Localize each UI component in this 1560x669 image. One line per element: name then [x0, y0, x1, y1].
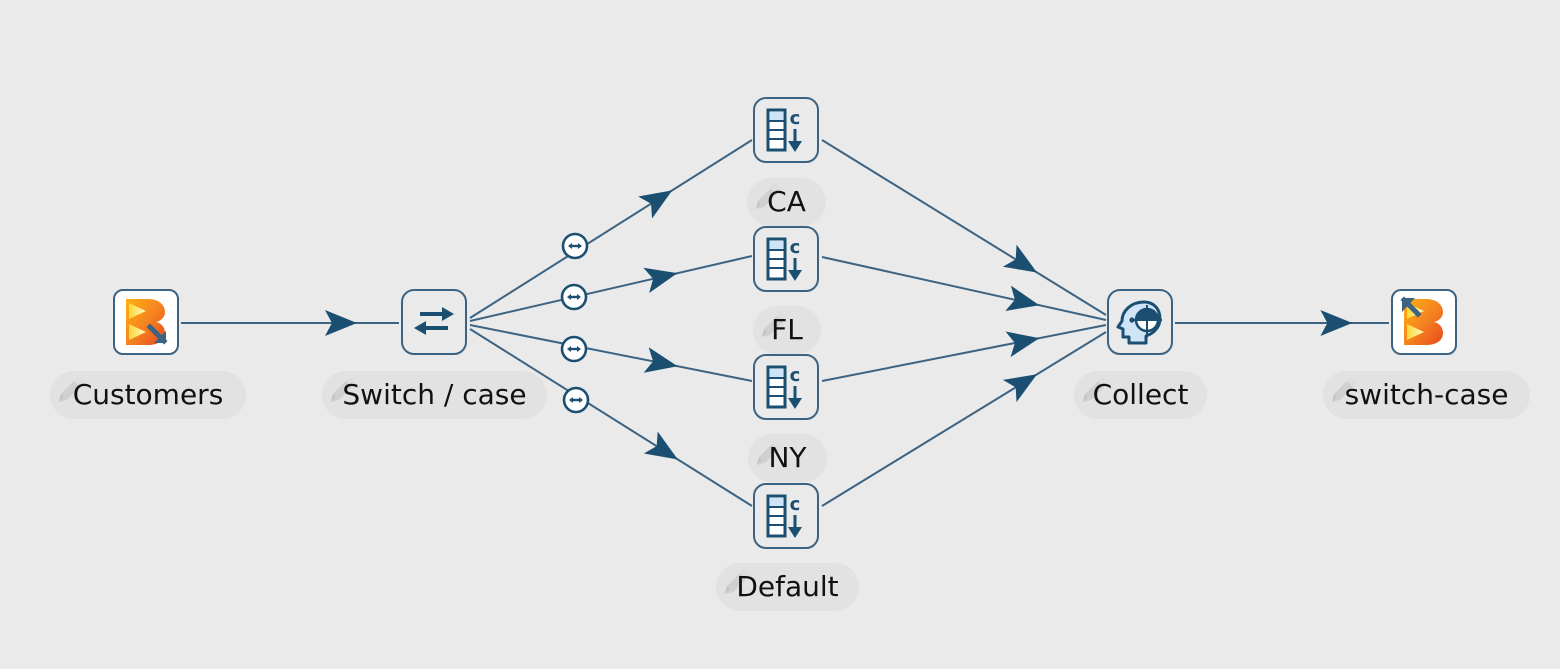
edge-line[interactable]: [469, 139, 753, 319]
column-sort-icon: c: [766, 494, 802, 538]
node-label-text: NY: [768, 441, 807, 474]
pencil-edit-icon[interactable]: [751, 180, 785, 214]
bidirectional-arrow-icon: [560, 335, 588, 363]
edge-arrowhead: [1005, 331, 1040, 358]
badge-case-1[interactable]: [561, 232, 589, 260]
node-label-text: CA: [767, 185, 806, 218]
pencil-edit-icon[interactable]: [757, 308, 791, 342]
switch-arrows-icon: [414, 307, 454, 335]
pencil-edit-icon[interactable]: [1327, 373, 1361, 407]
bidirectional-arrow-icon: [562, 386, 590, 414]
node-label-switch-case-node[interactable]: Switch / case: [322, 371, 547, 419]
edge-line[interactable]: [469, 255, 753, 322]
node-label-text: FL: [771, 313, 803, 346]
bidirectional-arrow-icon: [560, 283, 588, 311]
badge-case-4[interactable]: [562, 386, 590, 414]
column-sort-icon: c: [766, 365, 802, 409]
brand-b-read-icon: [126, 299, 168, 345]
node-label-case-default[interactable]: Default: [716, 563, 859, 611]
node-case-ca[interactable]: c: [753, 97, 819, 163]
edge-arrowhead: [643, 431, 678, 460]
edge-arrowhead: [643, 347, 678, 373]
pencil-edit-icon[interactable]: [326, 373, 360, 407]
node-label-text: Switch / case: [342, 378, 527, 411]
edge-line[interactable]: [821, 324, 1107, 382]
column-sort-icon: c: [766, 237, 802, 281]
brand-b-write-icon: [1400, 296, 1443, 345]
svg-text:c: c: [790, 237, 801, 258]
node-customers[interactable]: [113, 289, 179, 355]
pencil-edit-icon[interactable]: [752, 436, 786, 470]
node-label-text: Default: [736, 570, 839, 603]
svg-text:c: c: [790, 365, 801, 386]
node-case-ny[interactable]: c: [753, 354, 819, 420]
edge-arrowhead: [324, 310, 357, 336]
node-label-case-fl[interactable]: FL: [753, 306, 821, 354]
column-sort-icon: c: [766, 108, 802, 152]
node-case-fl[interactable]: c: [753, 226, 819, 292]
badge-case-2[interactable]: [560, 283, 588, 311]
svg-text:c: c: [790, 108, 801, 129]
node-label-case-ny[interactable]: NY: [748, 434, 827, 482]
edge-arrowhead: [1320, 310, 1353, 336]
node-switch-case-node[interactable]: [401, 289, 467, 355]
node-collect[interactable]: [1107, 289, 1173, 355]
edge-line[interactable]: [821, 331, 1107, 507]
edge-line[interactable]: [821, 256, 1107, 321]
node-label-collect[interactable]: Collect: [1074, 371, 1207, 419]
badge-case-3[interactable]: [560, 335, 588, 363]
edge-line[interactable]: [821, 139, 1107, 316]
head-target-icon: [1116, 300, 1162, 345]
node-label-case-ca[interactable]: CA: [747, 178, 826, 226]
node-label-text: Collect: [1092, 378, 1189, 411]
node-switch-case-output[interactable]: [1391, 289, 1457, 355]
bidirectional-arrow-icon: [561, 232, 589, 260]
edge-arrowhead: [643, 267, 678, 294]
edge-arrowhead: [1002, 374, 1038, 403]
node-case-default[interactable]: c: [753, 483, 819, 549]
pencil-edit-icon[interactable]: [720, 565, 754, 599]
node-label-customers[interactable]: Customers: [50, 371, 246, 419]
edge-arrowhead: [638, 190, 673, 219]
edge-arrowhead: [1002, 244, 1037, 273]
node-label-text: switch-case: [1344, 378, 1509, 411]
node-label-switch-case-output[interactable]: switch-case: [1323, 371, 1530, 419]
svg-text:c: c: [790, 494, 801, 515]
edge-arrowhead: [1005, 285, 1040, 311]
node-label-text: Customers: [72, 378, 224, 411]
pencil-edit-icon[interactable]: [54, 373, 88, 407]
